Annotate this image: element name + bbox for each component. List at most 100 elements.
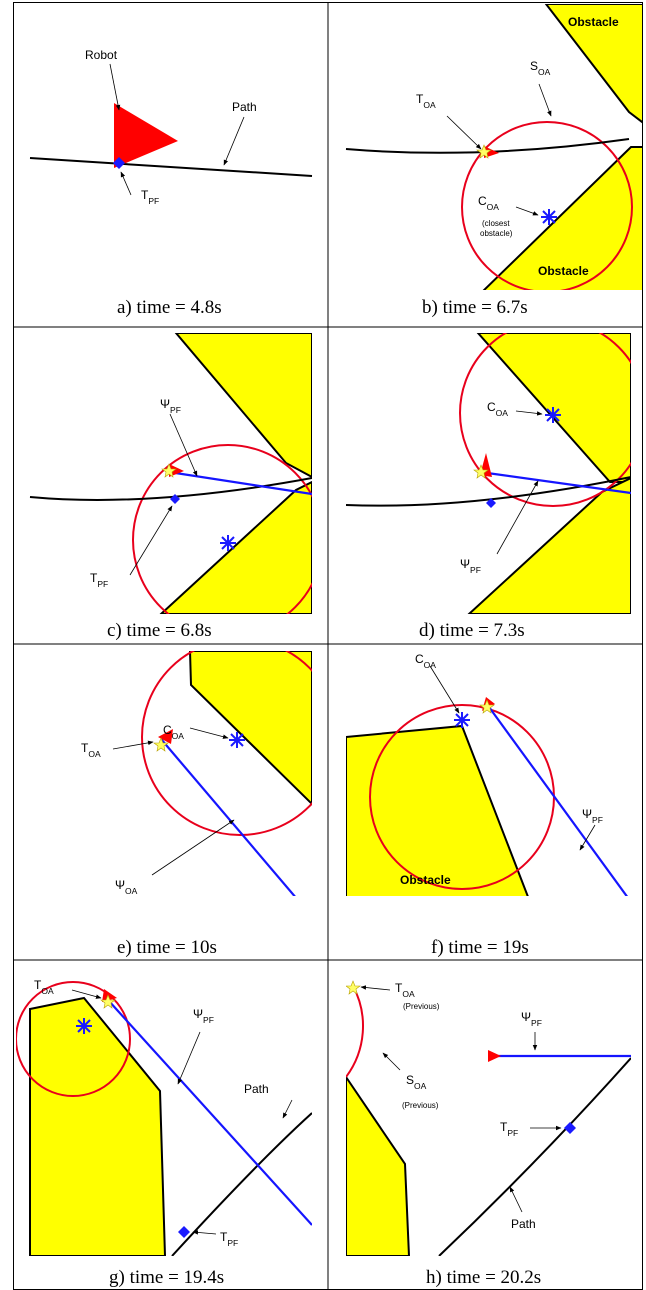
path-label: Path [511,1217,536,1231]
soa-pointer [382,1052,401,1071]
psi-label: ΨPF [521,1010,542,1028]
path-label: Path [244,1082,269,1096]
toa-pointer [446,115,482,150]
psi-heading [168,470,312,496]
path-pointer [282,1099,293,1119]
panel-a: Robot Path TPF [29,48,313,206]
coa-marker [545,407,561,423]
psi-heading [488,706,628,896]
caption-a: a) time = 4.8s [117,297,222,318]
obstacle-bottom [159,480,312,614]
path-line [29,157,313,177]
tpf-marker [178,1226,190,1238]
toa-label: TOA [81,741,101,759]
toa-pointer [71,989,102,999]
coa-label: COA [163,723,184,741]
coa-pointer [189,727,229,739]
panel-f: COA ΨPF Obstacle [346,652,628,896]
psi-pointer [177,1031,201,1085]
tpf-marker [170,494,180,504]
toa-prev-note: (Previous) [403,1002,440,1011]
tpf-marker [486,498,496,508]
panel-h: TOA (Previous) ΨPF SOA (Previous) TPF Pa… [346,980,631,1256]
psi-pointer [579,824,596,851]
caption-d: d) time = 7.3s [419,620,525,641]
soa-label: SOA [530,59,551,77]
caption-c: c) time = 6.8s [107,620,212,641]
soa-label: SOA [406,1073,427,1091]
toa-pointer [112,740,154,750]
psi-heading [160,738,296,896]
panel-e: COA TOA ΨOA [81,651,312,896]
soa-pointer [538,83,552,117]
caption-h: h) time = 20.2s [426,1267,541,1288]
toa-star [473,464,489,479]
soa-prev-note: (Previous) [402,1101,439,1110]
coa-label: COA [478,194,499,212]
coa-pointer [515,206,539,216]
toa-star [161,463,177,478]
robot-triangle [169,464,184,477]
caption-f: f) time = 19s [431,937,529,958]
tpf-pointer [192,1230,217,1235]
coa-pointer [429,665,460,714]
obstacle-bottom-label: Obstacle [538,264,589,278]
psi-pointer [496,480,539,555]
robot-label: Robot [85,48,118,62]
panel-c: ΨPF TPF [29,333,312,614]
psi-label: ΨPF [460,557,481,575]
coa-label: COA [415,652,436,670]
previous-safety-arc [346,985,364,1078]
obstacle [346,724,529,896]
path-curve [171,1112,312,1256]
toa-star [153,737,169,752]
obstacle-top [544,4,642,124]
tpf-label: TPF [90,571,108,589]
obstacle-top [476,333,631,483]
path-curve [29,477,312,501]
robot-triangle [158,729,173,744]
tpf-marker [113,157,125,169]
psi-label: ΨPF [582,807,603,825]
safety-circle [459,333,631,507]
obstacle [29,996,167,1256]
obstacle-top [174,333,312,479]
safety-circle [141,651,312,836]
toa-label: TOA [416,92,436,110]
toa-label: TOA [34,978,54,996]
caption-e: e) time = 10s [117,937,217,958]
tpf-pointer [120,171,132,196]
path-curve [346,476,631,507]
panel-b: Obstacle Obstacle SOA TOA COA (closest o… [345,4,642,290]
toa-prev-star [346,980,361,995]
obstacle-bottom [482,146,642,290]
psi-pointer [151,819,235,876]
obstacle-top-label: Obstacle [568,15,619,29]
robot-triangle [484,146,499,158]
path-curve [438,1057,631,1256]
coa-marker [220,535,236,551]
path-pointer [509,1186,523,1213]
robot-triangle [102,989,117,1002]
tpf-label: TPF [220,1230,238,1248]
psi-heading [107,999,312,1226]
coa-marker [76,1018,92,1034]
path-label: Path [232,100,257,114]
psi-pointer [169,413,198,477]
caption-b: b) time = 6.7s [422,297,528,318]
toa-star [100,994,116,1009]
safety-circle [461,121,633,290]
psi-label: ΨOA [115,878,138,896]
toa-star [479,699,495,714]
obstacle [188,651,312,806]
robot-triangle [114,103,178,168]
safety-circle [16,981,131,1097]
coa-label: COA [487,400,508,418]
coa-marker [454,712,470,728]
coa-marker [541,209,557,225]
psi-label: ΨPF [193,1007,214,1025]
obstacle-bottom [467,476,631,614]
coa-pointer [515,410,543,416]
